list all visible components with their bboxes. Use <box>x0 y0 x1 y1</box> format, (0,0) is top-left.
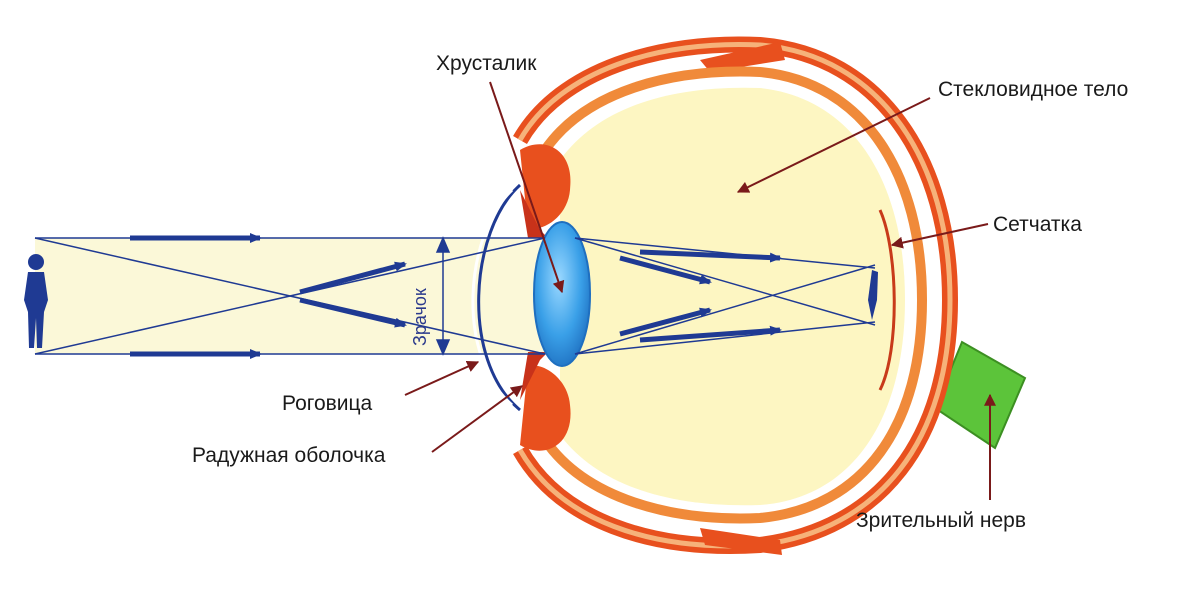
retinal-image <box>868 270 878 320</box>
pointer-retina <box>890 223 989 249</box>
pointer-cornea <box>404 360 480 396</box>
label-retina: Сетчатка <box>993 213 1082 236</box>
choroid <box>540 66 928 524</box>
pupil-dimension <box>435 236 451 356</box>
pointer-lens <box>489 81 565 294</box>
pointer-iris <box>431 385 523 453</box>
label-iris: Радужная оболочка <box>192 444 386 467</box>
light-rays <box>34 237 876 355</box>
label-pupil: Зрачок <box>410 288 430 346</box>
cornea <box>477 183 522 412</box>
sclera <box>513 36 959 555</box>
label-lens: Хрусталик <box>436 52 537 75</box>
pointer-arrows <box>404 81 996 500</box>
lens <box>533 221 591 367</box>
optic-nerve <box>933 340 1027 450</box>
pointer-vitreous <box>736 97 931 193</box>
ciliary-body-bottom <box>520 365 571 451</box>
iris-top <box>520 190 548 238</box>
vitreous-body <box>560 87 905 506</box>
label-optic-nerve: Зрительный нерв <box>856 509 1026 532</box>
ray-arrows <box>130 233 782 359</box>
iris-bottom <box>520 352 548 400</box>
label-cornea: Роговица <box>282 392 373 415</box>
human-figure <box>24 254 48 348</box>
retina <box>878 209 896 391</box>
label-vitreous: Стекловидное тело <box>938 78 1128 101</box>
